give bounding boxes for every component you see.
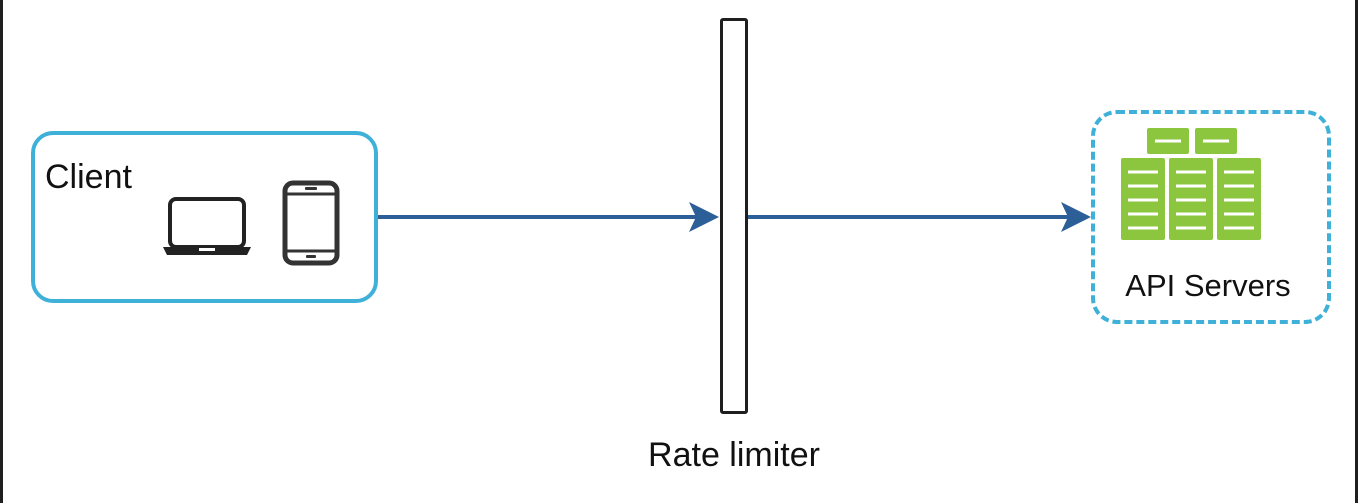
arrowhead-limiter-to-servers [1061,202,1091,232]
rate-limiter-bar [720,18,748,414]
laptop-icon [163,197,251,255]
server-rack-icon [1121,128,1261,240]
rate-limiter-label: Rate limiter [648,436,820,474]
api-servers-label: API Servers [1125,268,1291,303]
client-label: Client [45,158,132,196]
phone-icon [282,180,340,266]
client-node [31,131,378,303]
arrowhead-client-to-limiter [689,202,719,232]
connector-arrows [378,202,1091,232]
